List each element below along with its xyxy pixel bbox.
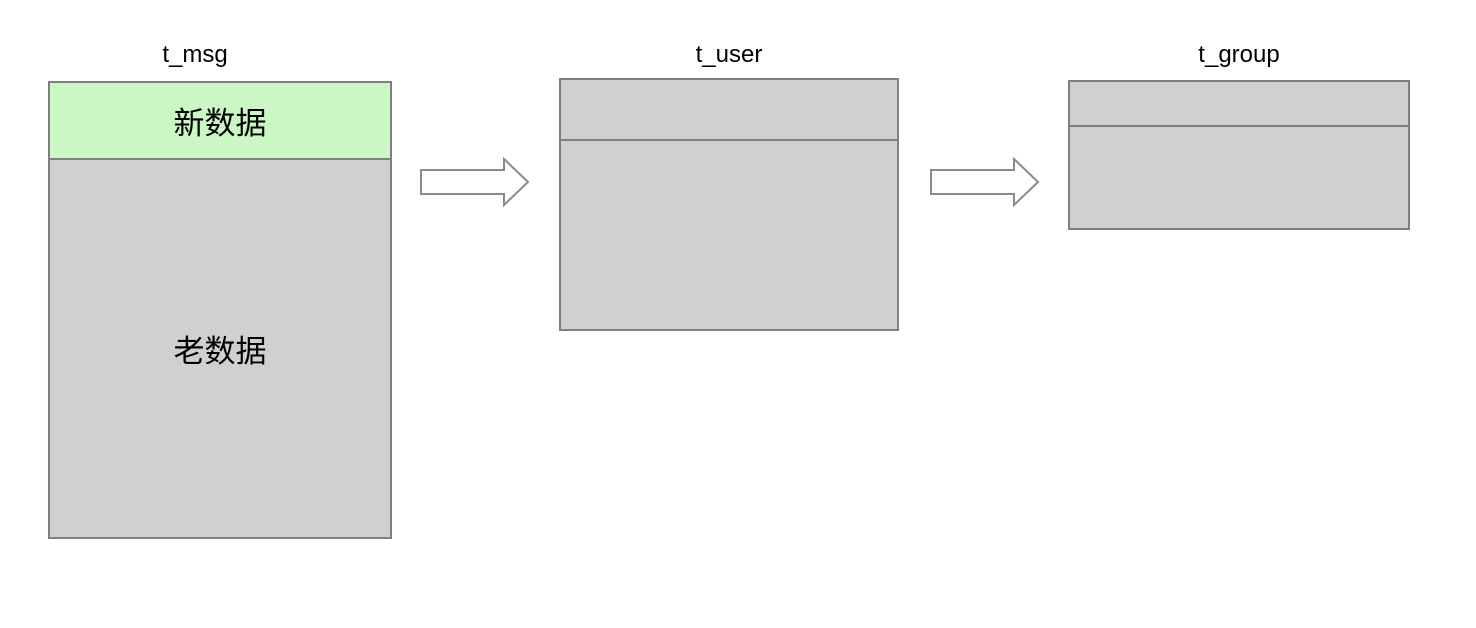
table-title-t_msg: t_msg — [162, 41, 228, 68]
t_group-row-header — [1070, 82, 1408, 127]
arrow-t_msg-to-t_user-icon — [420, 157, 530, 207]
table-title-t_group: t_group — [1198, 41, 1280, 68]
t_user-row-body — [561, 141, 897, 329]
t_group-row-body — [1070, 127, 1408, 228]
table-box-t_user — [559, 78, 899, 331]
arrow-t_user-to-t_group-icon — [930, 157, 1040, 207]
t_msg-row-old-data-label: 老数据 — [173, 334, 267, 369]
table-box-t_msg: 新数据 老数据 — [48, 81, 392, 539]
t_user-row-header — [561, 80, 897, 141]
t_msg-row-new-data: 新数据 — [50, 83, 390, 160]
table-box-t_group — [1068, 80, 1410, 230]
table-title-t_user: t_user — [695, 41, 763, 68]
t_msg-row-new-data-label: 新数据 — [173, 106, 267, 141]
t_msg-row-old-data: 老数据 — [50, 160, 390, 537]
